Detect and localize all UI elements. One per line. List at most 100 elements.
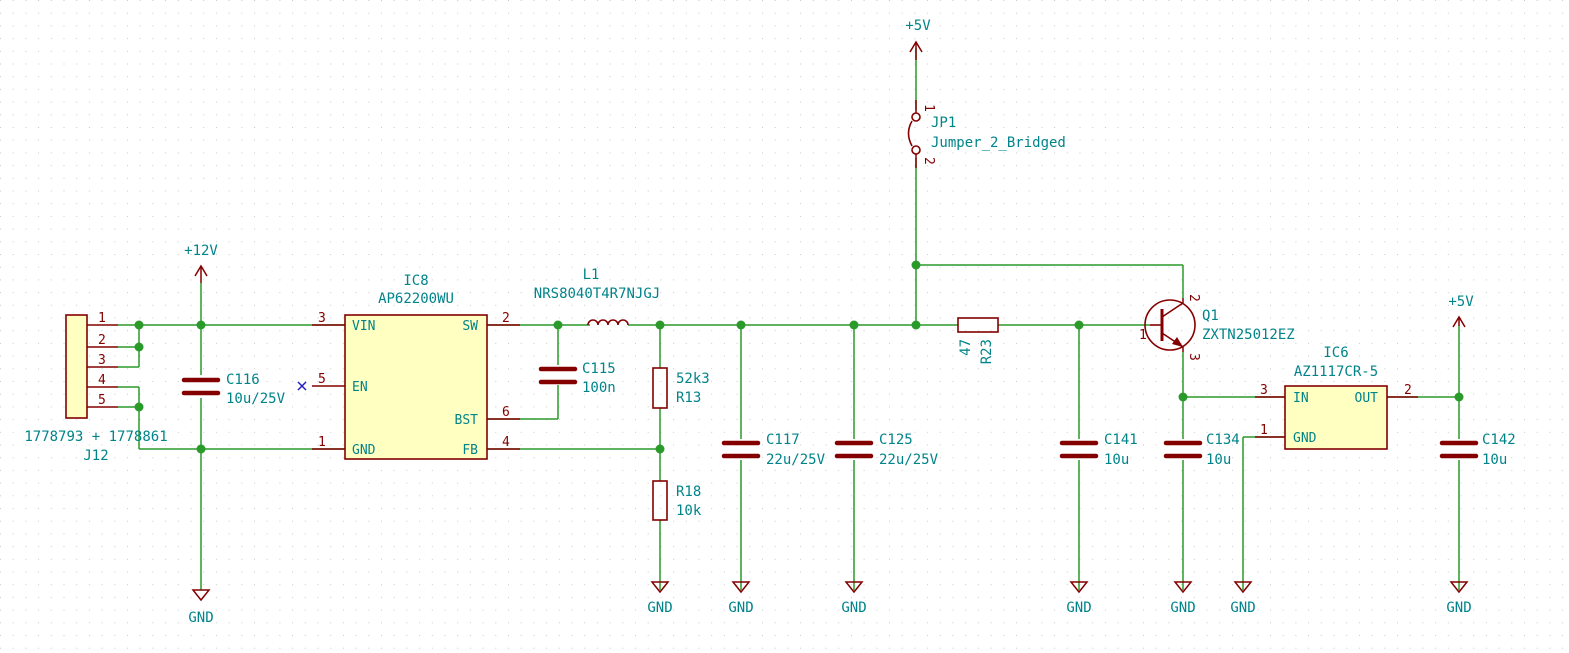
plus12v-label: +12V [184,243,218,259]
power-plus5v-right[interactable]: +5V [1448,294,1474,328]
ic8-pin-sw: SW [462,319,478,334]
ic8-pinnum-fb: 4 [502,435,510,450]
q1-pin2: 2 [1186,294,1201,302]
capacitor-c134[interactable]: C134 10u [1163,432,1240,468]
capacitor-c142[interactable]: C142 10u [1439,432,1516,468]
c134-ref: C134 [1206,432,1240,448]
gnd-symbol-c117[interactable]: GND [728,581,754,616]
resistor-r23[interactable]: 47 R23 [957,317,999,364]
c125-ref: C125 [879,432,913,448]
c141-value: 10u [1104,452,1129,468]
capacitor-c125[interactable]: C125 22u/25V [834,432,939,468]
junction [196,444,206,454]
gnd-label: GND [1170,600,1195,616]
junction [911,260,921,270]
power-plus12v[interactable]: +12V [184,243,218,283]
c115-value: 100n [582,380,616,396]
jp1-ref: JP1 [931,115,956,131]
ic8-pin-fb: FB [462,443,478,458]
ic6-body [1284,385,1388,450]
junction [196,320,206,330]
ic6-pinnum-in: 3 [1260,383,1268,398]
gnd-label: GND [1230,600,1255,616]
j12-ref: J12 [83,448,108,464]
r23-ref: R23 [979,339,995,364]
q1-value: ZXTN25012EZ [1202,327,1295,343]
ic8-pin-vin: VIN [352,319,375,334]
c142-ref: C142 [1482,432,1516,448]
ic8-body [344,314,488,460]
ic6-pinnum-gnd: 1 [1260,423,1268,438]
resistor-r13[interactable]: 52k3 R13 [652,367,710,409]
j12-pin3: 3 [98,353,106,368]
r13-value: 52k3 [676,371,710,387]
gnd-label: GND [188,610,213,626]
junction [849,320,859,330]
transistor-q1[interactable]: 1 2 3 Q1 ZXTN25012EZ [1139,294,1295,361]
jp1-value: Jumper_2_Bridged [931,135,1066,151]
ic6-pin-in: IN [1293,391,1309,406]
junction [134,402,144,412]
connector-j12[interactable]: 1 2 3 4 5 1778793 + 1778861 J12 [24,311,167,464]
jumper-jp1[interactable]: 1 2 JP1 Jumper_2_Bridged [907,100,1066,168]
ic6-pinnum-out: 2 [1404,383,1412,398]
junction [736,320,746,330]
capacitor-c117[interactable]: C117 22u/25V [721,432,826,468]
gnd-symbol-r18[interactable]: GND [647,581,673,616]
ic8-ap62200wu[interactable]: IC8 AP62200WU 3 5 1 VIN EN GND 2 6 4 SW … [312,273,520,460]
junction [911,320,921,330]
gnd-symbol-c125[interactable]: GND [841,581,867,616]
gnd-label: GND [647,600,672,616]
c125-value: 22u/25V [879,452,939,468]
ic8-pinnum-en: 5 [318,372,326,387]
gnd-symbol-c141[interactable]: GND [1066,581,1092,616]
capacitor-c141[interactable]: C141 10u [1059,432,1138,468]
j12-pin2: 2 [98,333,106,348]
q1-ref: Q1 [1202,308,1219,324]
c117-ref: C117 [766,432,800,448]
junction [1454,392,1464,402]
junction [1178,392,1188,402]
junction [553,320,563,330]
ic8-ref: IC8 [403,273,428,289]
resistor-r18[interactable]: R18 10k [652,480,702,521]
r13-ref: R13 [676,390,701,406]
gnd-label: GND [841,600,866,616]
gnd-label: GND [1446,600,1471,616]
j12-body [65,314,88,419]
j12-pin1: 1 [98,311,106,326]
gnd-symbol-c116[interactable]: GND [188,589,214,626]
q1-pin1: 1 [1139,328,1147,343]
ic8-pin-gnd: GND [352,443,376,458]
junction [134,342,144,352]
ic6-pin-out: OUT [1355,391,1379,406]
c116-value: 10u/25V [226,391,286,407]
r23-value: 47 [958,339,974,356]
power-plus5v-top[interactable]: +5V [905,18,931,60]
inductor-l1[interactable]: L1 NRS8040T4R7NJGJ [534,267,660,326]
ic8-value: AP62200WU [378,291,454,307]
gnd-symbol-c142[interactable]: GND [1446,581,1472,616]
ic8-pinnum-gnd: 1 [318,435,326,450]
gnd-symbol-c134[interactable]: GND [1170,581,1196,616]
r18-ref: R18 [676,484,701,500]
junction [1074,320,1084,330]
ic8-pinnum-sw: 2 [502,311,510,326]
q1-pin3: 3 [1186,353,1201,361]
c141-ref: C141 [1104,432,1138,448]
plus5v-top-label: +5V [905,18,931,34]
capacitor-c116[interactable]: C116 10u/25V [181,372,286,407]
junctions [134,260,1464,454]
j12-value: 1778793 + 1778861 [24,429,167,445]
c142-value: 10u [1482,452,1507,468]
ic8-pinnum-vin: 3 [318,311,326,326]
wires [118,48,1460,590]
ic6-value: AZ1117CR-5 [1294,364,1378,380]
j12-pin4: 4 [98,373,106,388]
gnd-label: GND [728,600,753,616]
capacitor-c115[interactable]: C115 100n [538,361,616,396]
ic6-az1117cr-5[interactable]: IC6 AZ1117CR-5 3 1 2 IN GND OUT [1255,345,1418,450]
gnd-symbol-ic6[interactable]: GND [1230,581,1256,616]
gnd-label: GND [1066,600,1091,616]
